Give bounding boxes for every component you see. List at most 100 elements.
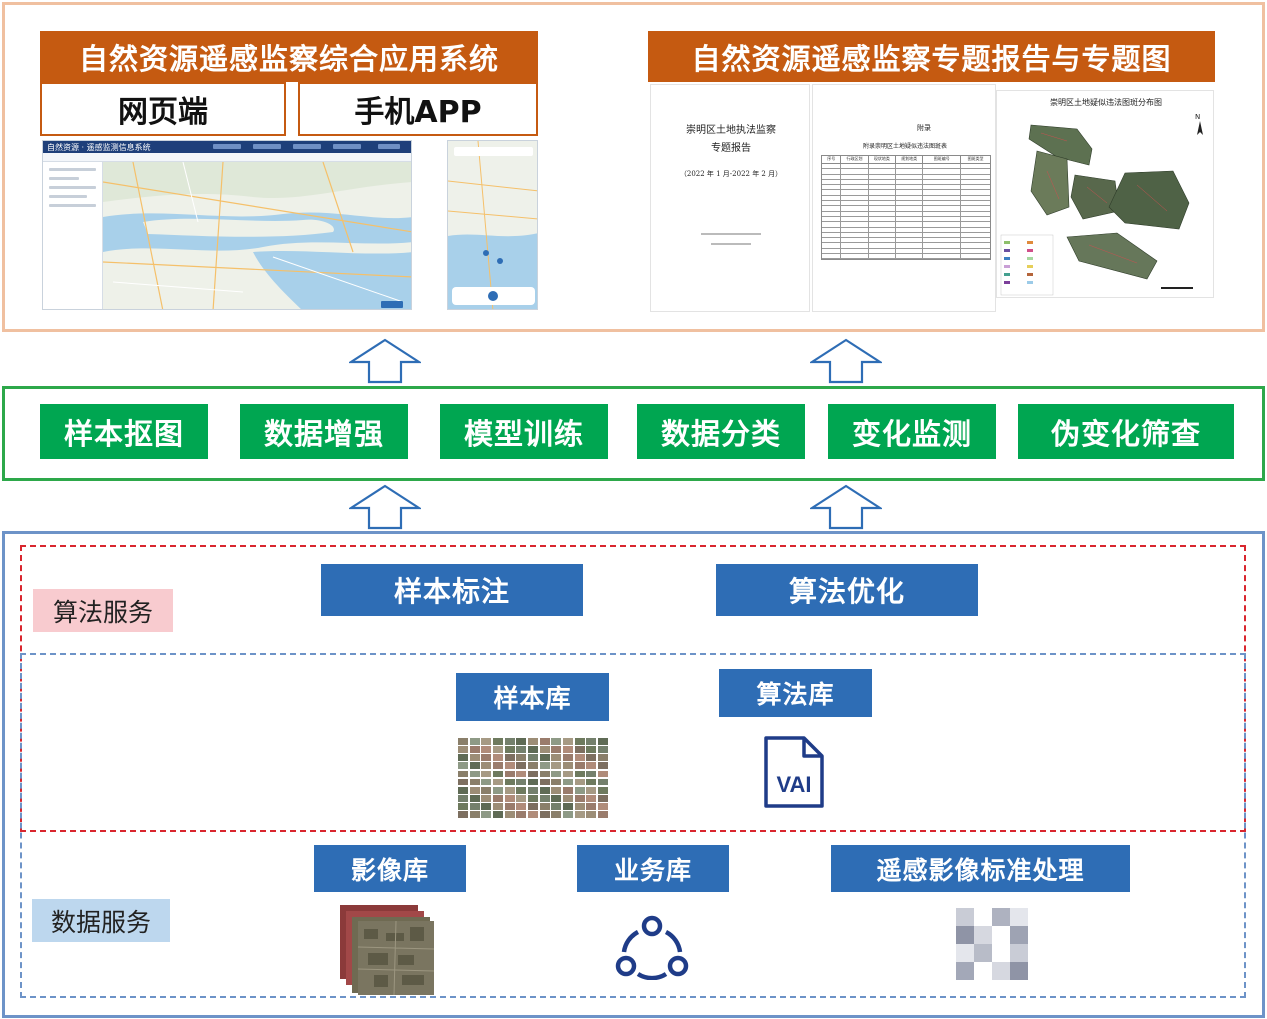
mosaic-cell — [956, 908, 974, 926]
web-nav-item — [333, 144, 361, 149]
sample-thumbnail — [574, 738, 585, 745]
sample-thumbnail — [539, 754, 550, 761]
sample-thumbnail — [574, 803, 585, 810]
sample-thumbnail — [574, 754, 585, 761]
sample-library-box: 样本库 — [456, 673, 609, 721]
sample-thumbnail — [504, 762, 515, 770]
sample-thumbnail — [516, 778, 527, 786]
web-app-header: 自然资源 · 遥感监测信息系统 — [43, 141, 411, 153]
mosaic-cell — [956, 962, 974, 980]
sample-thumbnail — [458, 795, 469, 802]
sample-thumbnail — [492, 803, 504, 810]
north-arrow-icon: N — [1195, 113, 1201, 121]
mobile-map-view — [448, 141, 537, 309]
sample-thumbnail — [539, 770, 550, 778]
mosaic-cell — [992, 944, 1010, 962]
sample-thumbnail — [597, 770, 608, 778]
sample-thumbnail — [574, 786, 585, 794]
sample-thumbnail — [516, 786, 527, 794]
sample-thumbnail — [492, 811, 504, 818]
report-table-row — [822, 174, 990, 180]
sample-thumbnail — [504, 811, 515, 818]
sample-thumbnail — [481, 786, 492, 794]
mosaic-cell — [974, 926, 992, 944]
sample-thumbnail — [551, 762, 562, 770]
report-table-row — [822, 169, 990, 175]
satellite-image-stack-icon — [340, 905, 435, 996]
sample-thumbnail — [481, 770, 492, 778]
sample-thumbnail — [574, 795, 585, 802]
web-nav-item — [253, 144, 281, 149]
report-table-row — [822, 201, 990, 207]
sample-thumbnail — [516, 803, 527, 810]
data-service-region — [20, 653, 1246, 998]
sample-thumbnail — [469, 738, 480, 745]
sample-thumbnail — [551, 746, 562, 753]
report-table: 序号 行政区划 现状地类 规划地类 图斑编号 图斑类型 — [821, 155, 991, 261]
sample-thumbnail — [551, 770, 562, 778]
sample-thumbnail — [504, 803, 515, 810]
sample-thumbnail — [469, 795, 480, 802]
sample-thumbnail — [597, 811, 608, 818]
mosaic-cell — [974, 944, 992, 962]
sample-thumbnail — [586, 746, 597, 753]
thematic-map-title: 崇明区土地疑似违法图斑分布图 — [1050, 98, 1162, 107]
sample-thumbnail — [492, 762, 504, 770]
web-client-screenshot: 自然资源 · 遥感监测信息系统 — [42, 140, 412, 310]
image-library-box: 影像库 — [314, 845, 466, 892]
sample-thumbnail — [458, 762, 469, 770]
sample-thumbnail — [492, 770, 504, 778]
report-table-row — [822, 227, 990, 233]
sample-thumbnail — [481, 803, 492, 810]
standard-processing-box: 遥感影像标准处理 — [831, 845, 1130, 892]
up-arrow-icon — [810, 484, 882, 530]
sample-thumbnail — [539, 762, 550, 770]
sample-thumbnail — [574, 762, 585, 770]
report-table-row — [822, 248, 990, 255]
mosaic-cell — [992, 962, 1010, 980]
data-service-tag: 数据服务 — [32, 899, 170, 942]
mosaic-cell — [1010, 944, 1028, 962]
sample-thumbnail — [504, 795, 515, 802]
sample-thumbnail — [574, 770, 585, 778]
mosaic-cell — [1010, 926, 1028, 944]
ai-document-icon: VAI — [764, 736, 824, 808]
report-table-body — [822, 164, 990, 260]
sample-thumbnail — [481, 795, 492, 802]
report-cover-title: 崇明区土地执法监察 — [686, 125, 776, 136]
sample-thumbnail — [527, 803, 539, 810]
mosaic-cell — [992, 926, 1010, 944]
sample-thumbnail — [504, 778, 515, 786]
report-table-row — [822, 179, 990, 186]
web-map-view — [103, 162, 411, 309]
sample-thumbnail — [597, 738, 608, 745]
report-cover-page: 崇明区土地执法监察 专题报告 （2022 年 1 月-2022 年 2 月） — [650, 84, 810, 312]
sample-thumbnail — [516, 754, 527, 761]
report-table-row — [822, 254, 990, 260]
sample-thumbnail — [504, 746, 515, 753]
report-appendix: 附录 — [917, 124, 931, 132]
sample-thumbnail — [586, 786, 597, 794]
sample-thumbnail — [586, 738, 597, 745]
report-cover-date — [711, 243, 751, 245]
report-table-row — [822, 216, 990, 223]
sample-thumbnail — [458, 746, 469, 753]
report-table-caption: 附录崇明区土地疑似违法图斑表 — [862, 143, 947, 150]
sample-thumbnail — [458, 738, 469, 745]
sample-thumbnail — [504, 754, 515, 761]
sample-thumbnail — [597, 778, 608, 786]
sample-thumbnail — [504, 738, 515, 745]
sample-thumbnail — [597, 803, 608, 810]
up-arrow-icon — [349, 484, 421, 530]
step-sample-matting: 样本抠图 — [40, 404, 208, 459]
sample-thumbnail — [551, 786, 562, 794]
mobile-app-label: 手机APP — [298, 82, 538, 136]
sample-thumbnail — [469, 778, 480, 786]
sample-thumbnail — [481, 738, 492, 745]
sample-thumbnail — [527, 754, 539, 761]
sample-annotation-box: 样本标注 — [321, 564, 583, 616]
report-table-row — [822, 238, 990, 244]
sample-thumbnail — [562, 762, 574, 770]
sample-thumbnail — [539, 738, 550, 745]
image-mosaic-icon — [956, 908, 1028, 980]
